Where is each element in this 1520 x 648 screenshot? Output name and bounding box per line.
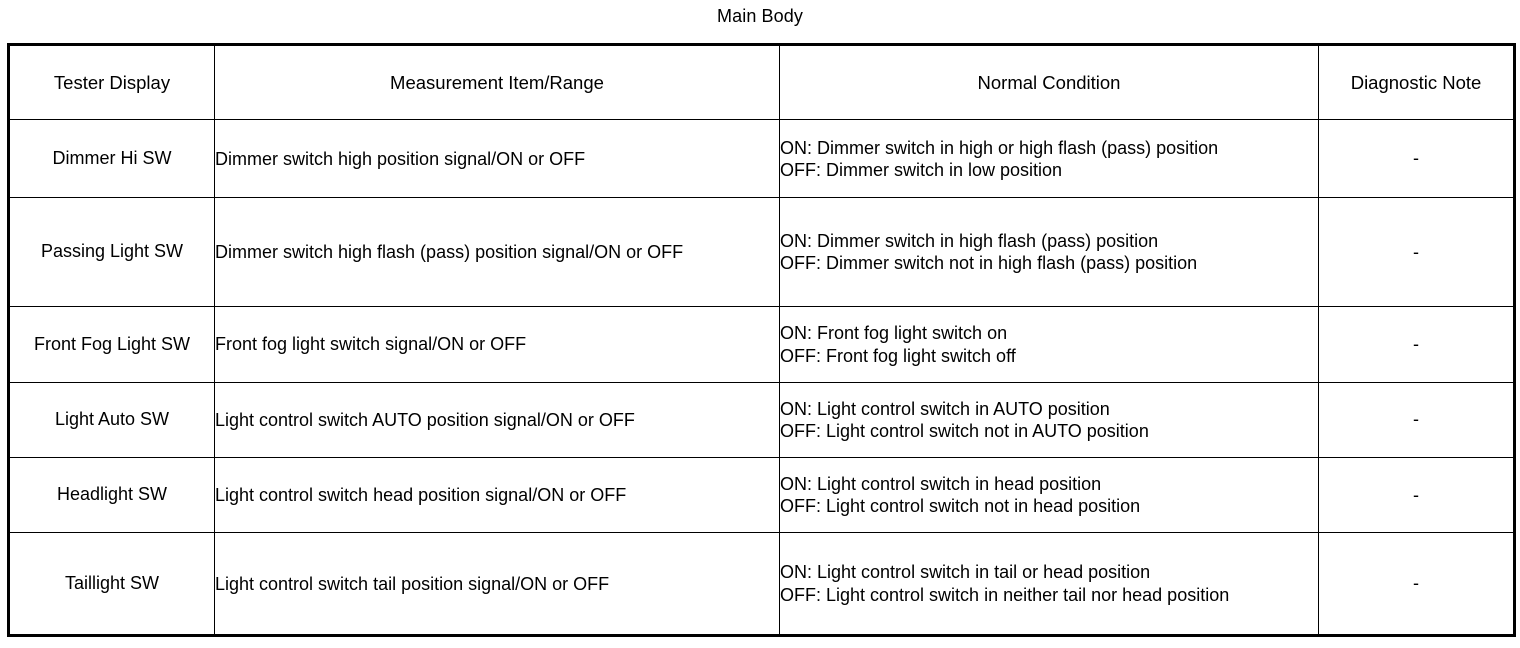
cell-diagnostic-note: - [1318, 197, 1515, 308]
cell-measurement-item: Dimmer switch high position signal/ON or… [214, 118, 780, 199]
cell-diagnostic-note: - [1318, 118, 1515, 199]
table-row: Passing Light SW Dimmer switch high flas… [8, 197, 1515, 308]
cell-measurement-item: Dimmer switch high flash (pass) position… [214, 197, 780, 308]
cell-normal-condition: ON: Dimmer switch in high or high flash … [779, 118, 1319, 199]
cell-normal-condition: ON: Light control switch in head positio… [779, 457, 1319, 534]
column-header-diagnostic-note: Diagnostic Note [1318, 44, 1515, 120]
table-row: Taillight SW Light control switch tail p… [8, 532, 1515, 636]
cell-tester-display: Taillight SW [8, 532, 215, 636]
cell-normal-condition: ON: Light control switch in AUTO positio… [779, 381, 1319, 459]
spec-table-container: Tester Display Measurement Item/Range No… [7, 43, 1516, 637]
cell-diagnostic-note: - [1318, 306, 1515, 383]
cell-tester-display: Light Auto SW [8, 381, 215, 459]
cell-normal-condition: ON: Light control switch in tail or head… [779, 532, 1319, 636]
cell-measurement-item: Light control switch head position signa… [214, 457, 780, 534]
column-header-tester-display: Tester Display [8, 44, 215, 120]
cell-diagnostic-note: - [1318, 457, 1515, 534]
table-row: Front Fog Light SW Front fog light switc… [8, 306, 1515, 383]
tester-display-spec-table: Tester Display Measurement Item/Range No… [7, 43, 1516, 637]
cell-tester-display: Passing Light SW [8, 197, 215, 308]
page-title: Main Body [717, 6, 803, 26]
cell-measurement-item: Light control switch AUTO position signa… [214, 381, 780, 459]
cell-diagnostic-note: - [1318, 381, 1515, 459]
cell-diagnostic-note: - [1318, 532, 1515, 636]
column-header-measurement-item-range: Measurement Item/Range [214, 44, 780, 120]
cell-tester-display: Dimmer Hi SW [8, 118, 215, 199]
cell-measurement-item: Light control switch tail position signa… [214, 532, 780, 636]
cell-normal-condition: ON: Front fog light switch on OFF: Front… [779, 306, 1319, 383]
table-row: Headlight SW Light control switch head p… [8, 457, 1515, 534]
cell-tester-display: Headlight SW [8, 457, 215, 534]
cell-measurement-item: Front fog light switch signal/ON or OFF [214, 306, 780, 383]
cell-normal-condition: ON: Dimmer switch in high flash (pass) p… [779, 197, 1319, 308]
cell-tester-display: Front Fog Light SW [8, 306, 215, 383]
table-row: Light Auto SW Light control switch AUTO … [8, 381, 1515, 459]
table-body: Dimmer Hi SW Dimmer switch high position… [8, 118, 1515, 636]
table-header: Tester Display Measurement Item/Range No… [8, 44, 1515, 120]
column-header-normal-condition: Normal Condition [779, 44, 1319, 120]
header-row: Tester Display Measurement Item/Range No… [8, 44, 1515, 120]
table-row: Dimmer Hi SW Dimmer switch high position… [8, 118, 1515, 199]
